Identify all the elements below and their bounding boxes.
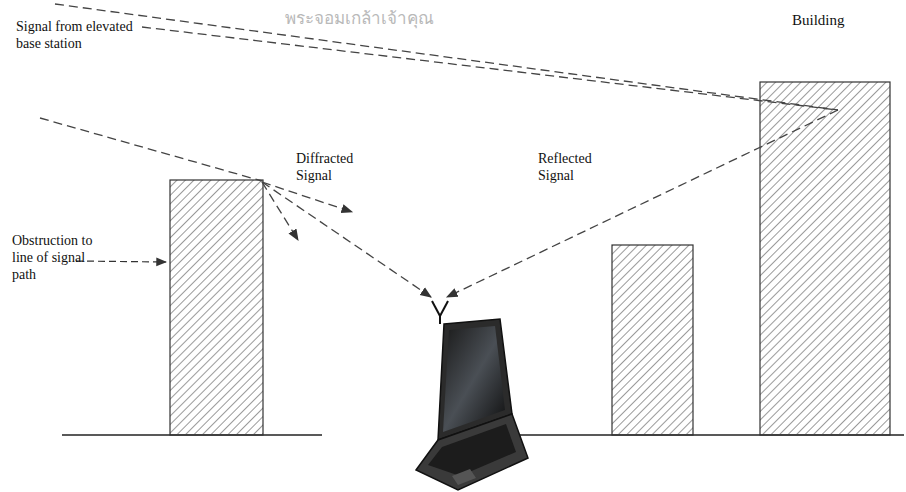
reflected-signal-path [447,110,838,297]
diffracted-ray [262,182,352,212]
signal-path [142,27,838,110]
signal-path [55,4,838,110]
signal-label: Signal from elevated base station [16,18,156,52]
signal-path [40,118,262,181]
signal-label: Reflected Signal [538,150,618,184]
pointer-arrow [76,261,166,262]
watermark-text: พระจอมเกล้าเจ้าคุณ [285,4,434,31]
diffracted-signal-path [262,182,431,297]
building-label: Building [792,12,882,29]
diffracted-ray [262,182,298,240]
obstruction-building [170,180,263,435]
obstruction-label: Obstruction to line of signal path [12,232,97,283]
laptop-picture [416,319,528,490]
tall-building [760,82,890,435]
signal-label: Diffracted Signal [296,150,376,184]
low-building [612,245,693,435]
antenna-symbol [432,301,448,324]
